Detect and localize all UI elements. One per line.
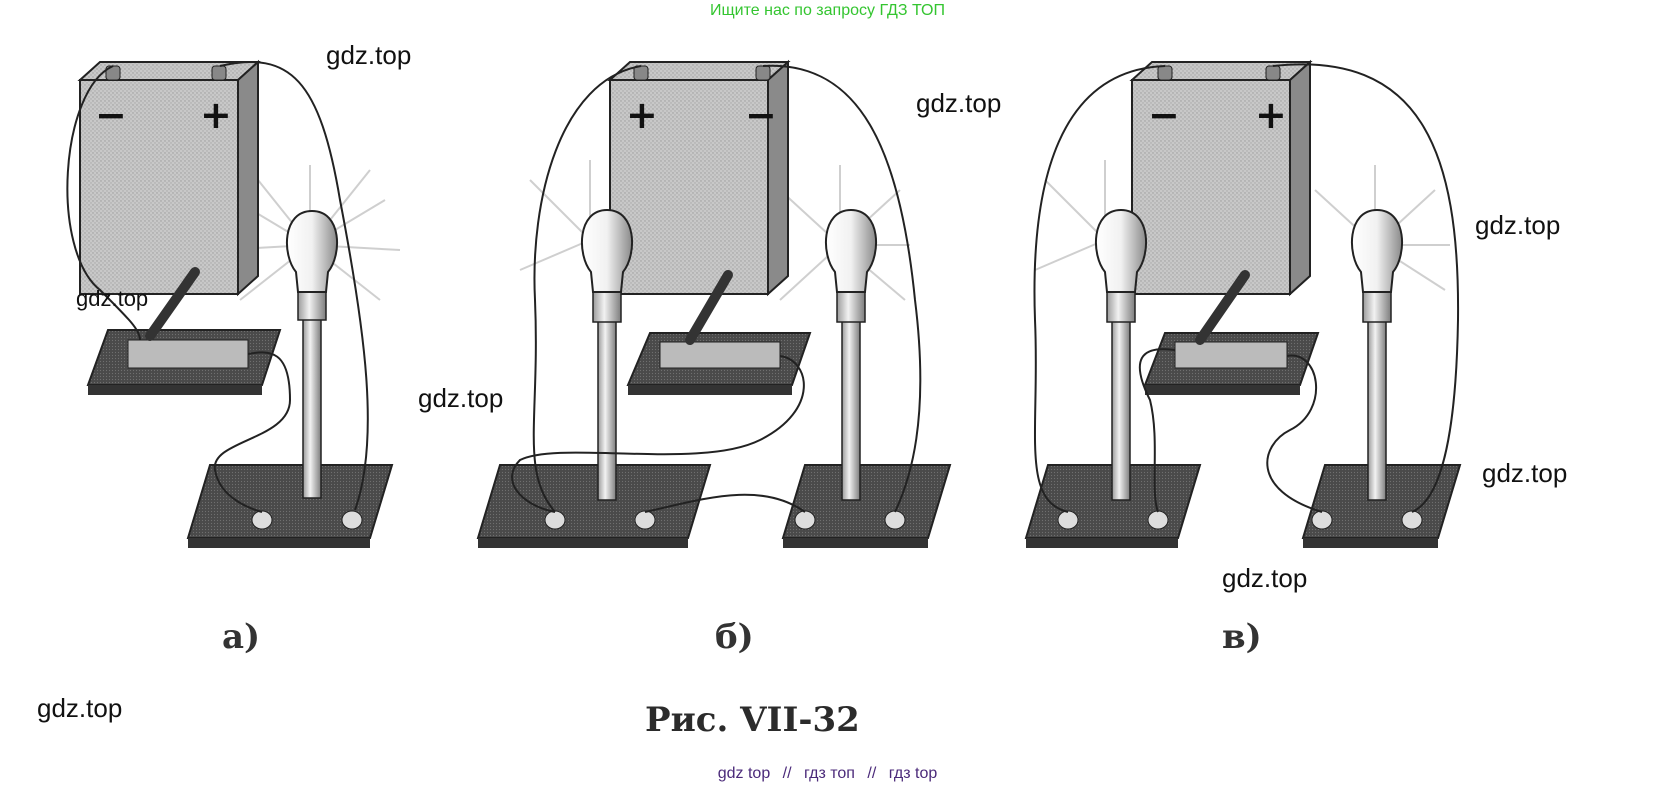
lamp-stand-b-right [781, 208, 952, 548]
footer-separator: // [867, 765, 877, 782]
watermark: gdz.top [418, 383, 504, 413]
footer-link[interactable]: gdz top [717, 765, 771, 782]
panel-a-circuit [66, 59, 401, 548]
watermark: gdz.top [1475, 210, 1561, 240]
footer-links: gdz top // гдз топ // гдз top [0, 765, 1655, 783]
watermark: gdz.top [1222, 563, 1308, 593]
wires-c [1033, 63, 1460, 513]
footer-link[interactable]: гдз топ [804, 765, 855, 782]
figure-caption: Рис. VII-32 [645, 700, 860, 740]
battery-b-minus-sign: − [745, 93, 777, 137]
lamp-stand-c-right [1301, 208, 1462, 548]
battery-a [77, 59, 261, 297]
battery-b-plus-sign: + [626, 93, 658, 137]
watermark: gdz.top [326, 40, 412, 70]
battery-a-plus-sign: + [200, 93, 232, 137]
panel-label-b: б) [715, 617, 754, 657]
battery-a-minus-sign: − [95, 93, 127, 137]
battery-c-plus-sign: + [1255, 93, 1287, 137]
panel-label-a: а) [222, 617, 261, 657]
panel-b-circuit [476, 59, 952, 548]
switch-b [626, 270, 812, 395]
lamp-stand-b-left [476, 208, 712, 548]
watermark: gdz.top [1482, 458, 1568, 488]
watermark: gdz.top [916, 88, 1002, 118]
footer-separator: // [782, 765, 792, 782]
wires-a [66, 61, 369, 513]
battery-b [607, 59, 791, 297]
switch-a [86, 267, 282, 395]
battery-c [1129, 59, 1313, 297]
lamp-stand-a [186, 209, 394, 548]
top-banner[interactable]: Ищите нас по запросу ГДЗ ТОП [710, 2, 945, 19]
wires-b [511, 64, 922, 513]
battery-c-minus-sign: − [1148, 93, 1180, 137]
footer-link[interactable]: гдз top [888, 765, 938, 782]
watermark: gdz.top [76, 286, 149, 311]
lamp-stand-c-left [1024, 208, 1202, 548]
panel-c-circuit [1024, 59, 1462, 548]
switch-c [1143, 270, 1320, 395]
watermark: gdz.top [37, 693, 123, 723]
panel-label-c: в) [1222, 617, 1262, 657]
